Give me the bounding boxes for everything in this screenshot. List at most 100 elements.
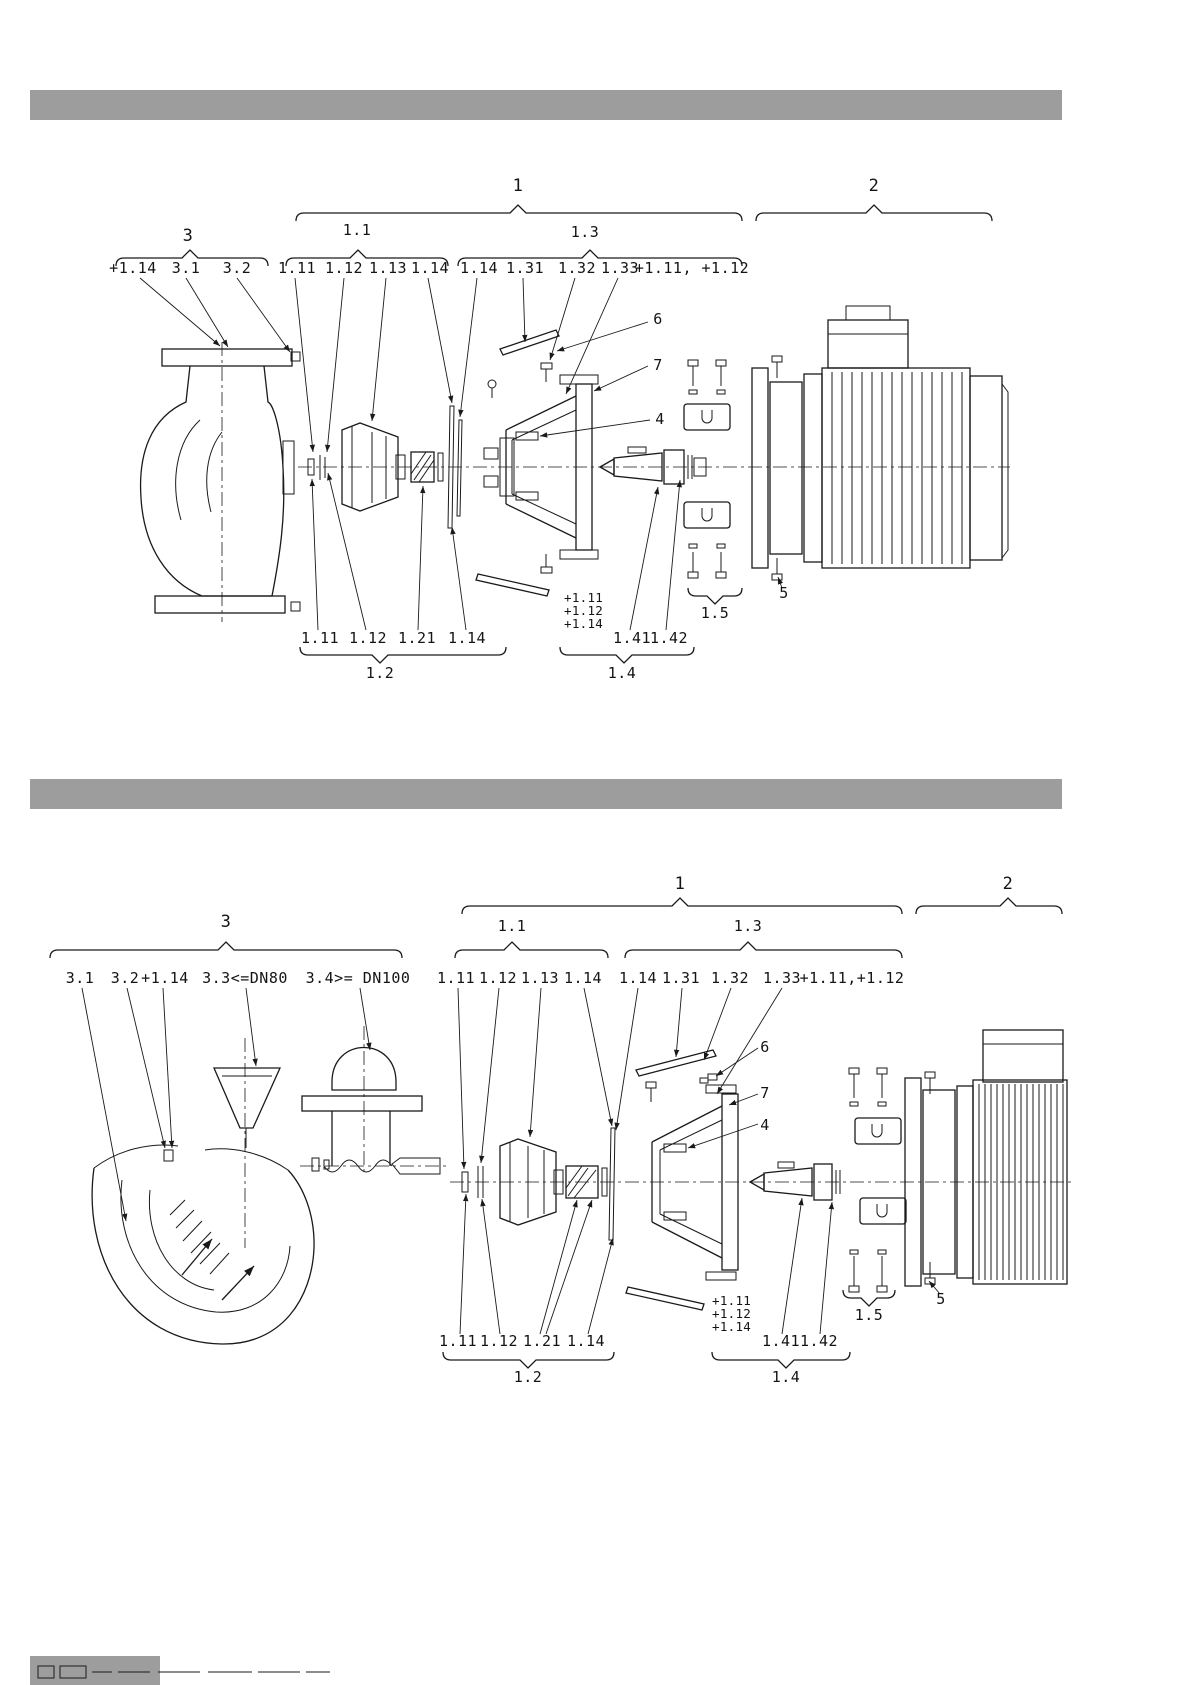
motor-flange: [751, 367, 803, 569]
part-ref-label: +1.14: [564, 616, 604, 631]
shaft-sleeve: [410, 451, 444, 483]
assembly-ref-label: 1.4: [771, 1368, 801, 1386]
fastener-set: [687, 355, 783, 581]
part-ref-label: +1.11: [712, 1293, 752, 1308]
part-ref-label: 1.21: [522, 1332, 562, 1350]
assembly-ref-label: 1.1: [497, 917, 527, 935]
pump-shaft: [598, 446, 707, 485]
part-ref-label: 3.2: [222, 259, 252, 277]
part-ref-label: 1.31: [661, 969, 701, 987]
lantern-bolts: [645, 1073, 718, 1102]
assembly-ref-label: 1.2: [365, 664, 395, 682]
part-ref-label: 1.11: [438, 1332, 478, 1350]
part-ref-label: 1.14: [410, 259, 450, 277]
motor: [956, 1029, 1068, 1285]
circlip-and-ring: [307, 455, 326, 480]
assembly-ref-label: 1: [674, 874, 686, 894]
part-ref-label: 1.12: [324, 259, 364, 277]
part-ref-label: 7: [653, 356, 663, 374]
impeller: [341, 422, 406, 512]
figure1-drawing: [115, 204, 1010, 664]
inline-casing: [91, 1047, 441, 1345]
part-ref-label: 1.33: [600, 259, 640, 277]
part-ref-label: 1.12: [348, 629, 388, 647]
part-ref-label: 1.12: [478, 969, 518, 987]
part-ref-label: 1.41: [761, 1332, 801, 1350]
part-ref-label: +1.12: [564, 603, 604, 618]
part-ref-label: +1.11, +1.12: [634, 259, 750, 277]
part-ref-label: +1.11: [564, 590, 604, 605]
part-ref-label: 3.4>= DN100: [305, 969, 411, 987]
part-ref-label: 1.32: [710, 969, 750, 987]
part-ref-label: 1.33: [762, 969, 802, 987]
lantern-bracket: [651, 1084, 739, 1281]
part-ref-label: 1.42: [649, 629, 689, 647]
part-ref-label: 5: [936, 1290, 946, 1308]
motor: [803, 305, 1009, 569]
part-ref-label: 1.21: [397, 629, 437, 647]
group-braces: [115, 204, 993, 664]
part-ref-label: 1.12: [479, 1332, 519, 1350]
figure2-leaders: [81, 987, 941, 1335]
part-ref-label: 1.31: [505, 259, 545, 277]
assembly-ref-label: 3: [182, 226, 194, 246]
part-ref-label: 3.1: [171, 259, 201, 277]
part-ref-label: 1.32: [557, 259, 597, 277]
section-bar-middle: [30, 779, 1062, 809]
lantern-bolts: [540, 362, 553, 574]
guard-strips: [475, 329, 560, 597]
assembly-ref-label: 1.4: [607, 664, 637, 682]
assembly-ref-label: 1.2: [513, 1368, 543, 1386]
flat-gasket: [608, 1127, 616, 1241]
impeller: [499, 1138, 564, 1226]
part-ref-label: 3.2: [110, 969, 140, 987]
part-ref-label: 1.14: [563, 969, 603, 987]
pump-casing: [139, 348, 301, 614]
figure2-drawing: [49, 897, 1075, 1369]
assembly-ref-label: 2: [868, 176, 880, 196]
coupling-guards: [854, 1117, 907, 1225]
section-bar-top: [30, 90, 1062, 120]
assembly-ref-label: 1.1: [342, 221, 372, 239]
part-ref-label: 3.3<=DN80: [202, 969, 288, 987]
shaft-sleeve: [565, 1165, 608, 1199]
part-ref-label: 1.14: [566, 1332, 606, 1350]
part-ref-label: 1.14: [447, 629, 487, 647]
coupling-guards: [683, 403, 731, 529]
part-ref-label: +1.14: [109, 259, 157, 277]
assembly-ref-label: 1.5: [700, 604, 730, 622]
part-ref-label: 1.14: [618, 969, 658, 987]
assembly-ref-label: 1.3: [570, 223, 600, 241]
part-ref-label: 7: [760, 1084, 770, 1102]
assembly-ref-label: 3: [220, 912, 232, 932]
footer-fragment: [37, 1665, 330, 1679]
pump-shaft: [748, 1161, 841, 1201]
footer-bar: [30, 1656, 160, 1685]
circlip-and-ring: [461, 1166, 484, 1198]
part-ref-label: 4: [760, 1116, 770, 1134]
lantern-bracket: [505, 374, 599, 560]
part-ref-label: +1.12: [712, 1306, 752, 1321]
part-ref-label: 6: [653, 310, 663, 328]
group-braces: [49, 897, 1063, 1369]
assembly-ref-label: 1.3: [733, 917, 763, 935]
part-ref-label: 1.42: [799, 1332, 839, 1350]
guard-strips: [625, 1049, 717, 1311]
part-ref-label: 5: [779, 584, 789, 602]
figure1-leaders: [139, 277, 783, 631]
assembly-ref-label: 2: [1002, 874, 1014, 894]
mechanical-seal: [483, 379, 515, 497]
motor-flange: [904, 1077, 956, 1287]
assembly-ref-label: 1.5: [854, 1306, 884, 1324]
part-ref-label: +1.14: [712, 1319, 752, 1334]
fastener-set: [848, 1067, 936, 1293]
part-ref-label: 1.41: [612, 629, 652, 647]
part-ref-label: 1.14: [459, 259, 499, 277]
part-ref-label: 1.11: [277, 259, 317, 277]
part-ref-label: 4: [655, 410, 665, 428]
part-ref-label: 6: [760, 1038, 770, 1056]
part-ref-label: 3.1: [65, 969, 95, 987]
part-ref-label: 1.11: [436, 969, 476, 987]
